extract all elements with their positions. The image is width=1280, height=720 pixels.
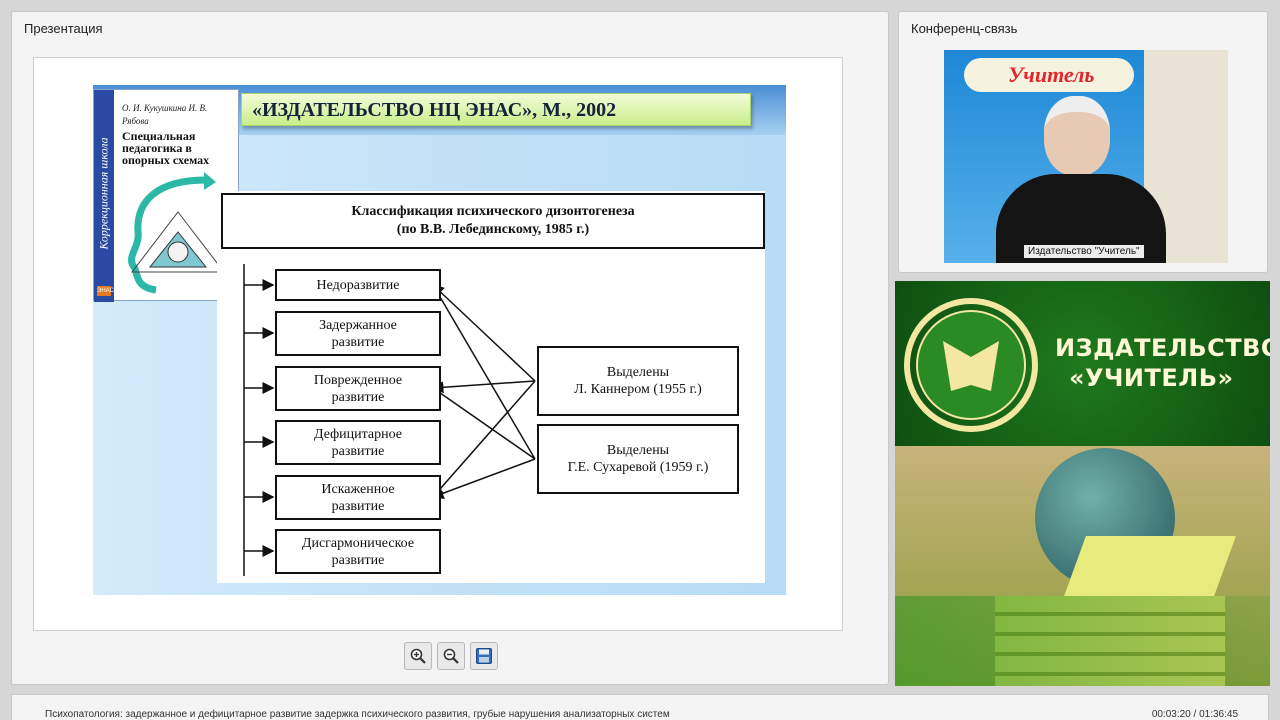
book-authors: О. И. Кукушкина И. В. Рябова [122, 103, 208, 126]
zoom-out-button[interactable] [437, 642, 465, 670]
video-participant-label: Издательство "Учитель" [1024, 245, 1144, 258]
publisher-banner: ИЗДАТЕЛЬСТВО «УЧИТЕЛЬ» [895, 281, 1270, 686]
presentation-title: Презентация [24, 21, 103, 36]
banner-brand-line1: ИЗДАТЕЛЬСТВО [1055, 334, 1270, 362]
diagram-connectors [243, 264, 536, 576]
type-box-delayed: Задержанное развитие [275, 311, 441, 356]
save-icon [476, 648, 492, 664]
zoom-out-icon [443, 648, 459, 664]
slide-header-bar: «ИЗДАТЕЛЬСТВО НЦ ЭНАС», М., 2002 [241, 93, 751, 126]
banner-brand: ИЗДАТЕЛЬСТВО «УЧИТЕЛЬ» [1055, 333, 1270, 393]
type-box-disharmonic: Дисгармоническое развитие [275, 529, 441, 574]
presentation-panel: Презентация «ИЗДАТЕЛЬСТВО НЦ ЭНАС», М., … [11, 11, 889, 685]
type-label: Дисгармоническое [301, 535, 415, 551]
banner-green-swoosh [895, 596, 1270, 686]
type-label: развитие [331, 334, 385, 350]
video-feed[interactable]: Учитель Издательство "Учитель" [944, 50, 1228, 263]
type-label: развитие [331, 552, 385, 568]
conference-title: Конференц-связь [911, 21, 1018, 36]
type-box-deficient: Дефицитарное развитие [275, 420, 441, 465]
diagram-heading-line2: (по В.В. Лебединскому, 1985 г.) [396, 222, 590, 237]
type-box-distorted: Искаженное развитие [275, 475, 441, 520]
video-sign-text: Учитель [1008, 62, 1095, 87]
source-label: Выделены [606, 365, 670, 380]
save-button[interactable] [470, 642, 498, 670]
slide-viewer[interactable]: «ИЗДАТЕЛЬСТВО НЦ ЭНАС», М., 2002 Коррекц… [33, 57, 843, 631]
conference-panel: Конференц-связь Учитель Издательство "Уч… [898, 11, 1268, 273]
zoom-in-icon [410, 648, 426, 664]
slide-toolbar [404, 642, 498, 670]
source-label: Л. Каннером (1955 г.) [574, 382, 702, 397]
publisher-logo-icon [904, 298, 1038, 432]
type-label: Задержанное [319, 317, 397, 333]
slide: «ИЗДАТЕЛЬСТВО НЦ ЭНАС», М., 2002 Коррекц… [93, 85, 786, 595]
banner-top: ИЗДАТЕЛЬСТВО «УЧИТЕЛЬ» [895, 281, 1270, 446]
diagram-heading-line1: Классификация психического дизонтогенеза [351, 204, 635, 219]
open-book-illustration [1064, 536, 1236, 596]
source-label: Г.Е. Сухаревой (1959 г.) [567, 460, 709, 475]
book-title: Специальная педагогика в опорных схемах [122, 129, 210, 167]
book-spine-text: Коррекционная школа [96, 137, 111, 250]
diagram-heading: Классификация психического дизонтогенеза… [221, 193, 765, 249]
publisher-badge: ЭНАС [97, 286, 114, 296]
source-box-sukhareva: Выделены Г.Е. Сухаревой (1959 г.) [537, 424, 739, 494]
footer-bar: Психопатология: задержанное и дефицитарн… [11, 694, 1269, 720]
book-illustration [128, 172, 226, 294]
type-label: Недоразвитие [316, 277, 400, 293]
slide-header: «ИЗДАТЕЛЬСТВО НЦ ЭНАС», М., 2002 [252, 99, 617, 121]
type-label: Поврежденное [313, 372, 403, 388]
type-label: Искаженное [321, 481, 395, 497]
book-cover: Коррекционная школа ЭНАС О. И. Кукушкина… [93, 89, 239, 302]
type-label: развитие [331, 498, 385, 514]
type-label: развитие [331, 443, 385, 459]
video-sign: Учитель [964, 58, 1134, 92]
video-person [1044, 96, 1110, 176]
book-spine: Коррекционная школа ЭНАС [94, 90, 114, 302]
lecture-caption: Психопатология: задержанное и дефицитарн… [45, 709, 670, 720]
type-label: Дефицитарное [313, 426, 403, 442]
type-box-underdevelopment: Недоразвитие [275, 269, 441, 301]
source-label: Выделены [606, 443, 670, 458]
type-box-damaged: Поврежденное развитие [275, 366, 441, 411]
classification-diagram: Классификация психического дизонтогенеза… [217, 191, 765, 583]
zoom-in-button[interactable] [404, 642, 432, 670]
banner-brand-line2: «УЧИТЕЛЬ» [1069, 364, 1234, 392]
banner-photo [895, 446, 1270, 686]
type-label: развитие [331, 389, 385, 405]
playback-time: 00:03:20 / 01:36:45 [1151, 709, 1238, 720]
source-box-kanner: Выделены Л. Каннером (1955 г.) [537, 346, 739, 416]
